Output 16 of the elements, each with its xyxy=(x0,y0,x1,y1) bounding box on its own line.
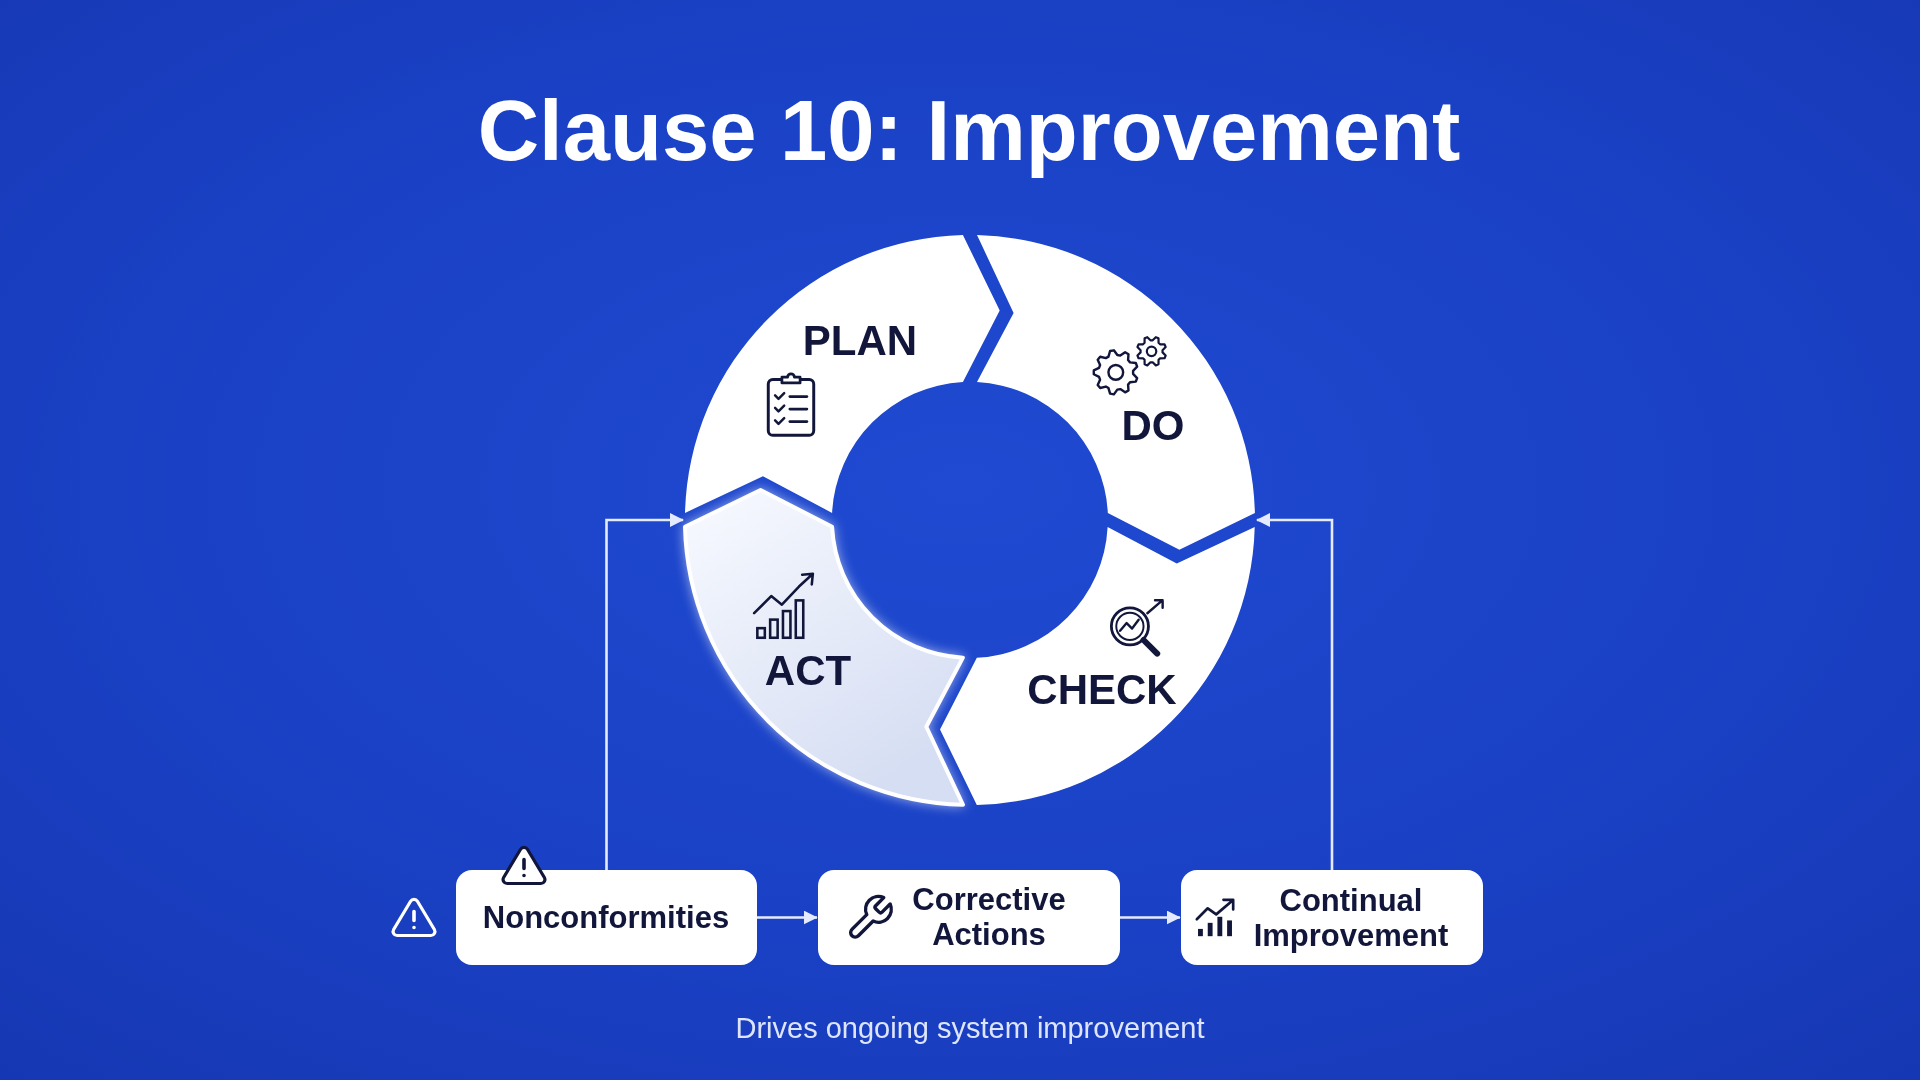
step-label: Nonconformities xyxy=(482,900,730,936)
stage-label: PLAN xyxy=(802,318,918,364)
process-box xyxy=(456,870,757,965)
arrow xyxy=(757,910,818,925)
caption: Drives ongoing system improvement xyxy=(735,1010,1205,1046)
arrow xyxy=(605,513,684,870)
arrow xyxy=(1256,513,1334,870)
title: Clause 10: Improvement xyxy=(477,86,1461,176)
process-box xyxy=(1181,870,1483,965)
stage-label: CHECK xyxy=(1027,667,1177,713)
step-label: Corrective Actions xyxy=(912,883,1066,953)
step-label: Continual Improvement xyxy=(1253,884,1449,954)
process-box xyxy=(818,870,1120,965)
stage-label: ACT xyxy=(764,648,852,694)
arrow xyxy=(1120,910,1181,925)
stage-label: DO xyxy=(1121,403,1185,449)
